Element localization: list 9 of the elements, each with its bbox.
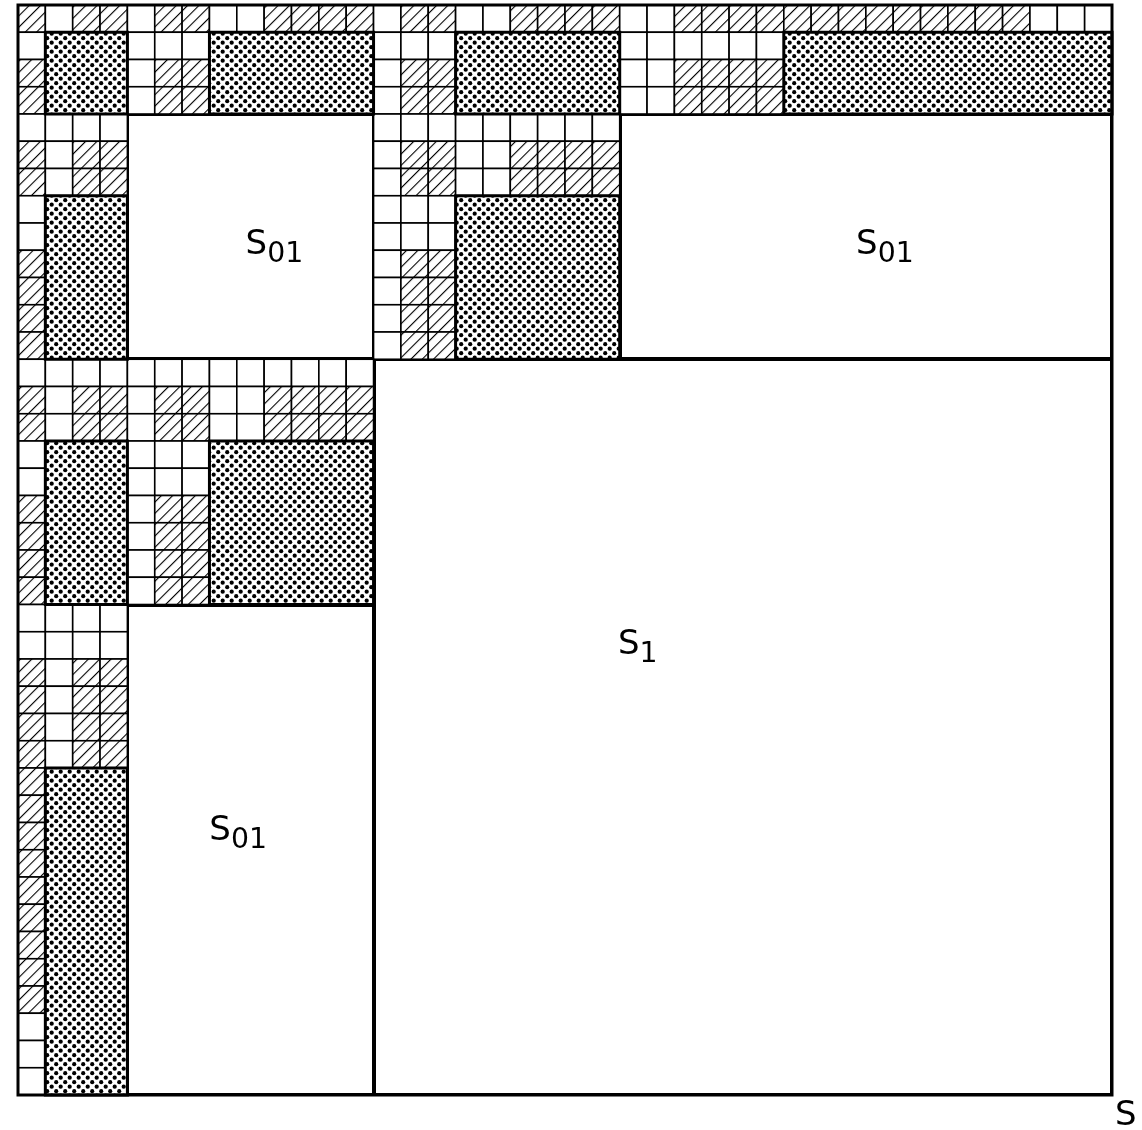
block-label: S$_{01}$ [209, 810, 267, 853]
block-label: S$_{01}$ [245, 224, 304, 267]
block-label: S$_{1}$ [617, 624, 658, 667]
matrix-block [127, 114, 374, 360]
axis-label: S [1115, 1096, 1137, 1130]
matrix-block [619, 114, 1112, 360]
matrix-block [373, 359, 1112, 1095]
matrix-block [127, 604, 374, 1095]
block-label: S$_{01}$ [856, 224, 914, 267]
